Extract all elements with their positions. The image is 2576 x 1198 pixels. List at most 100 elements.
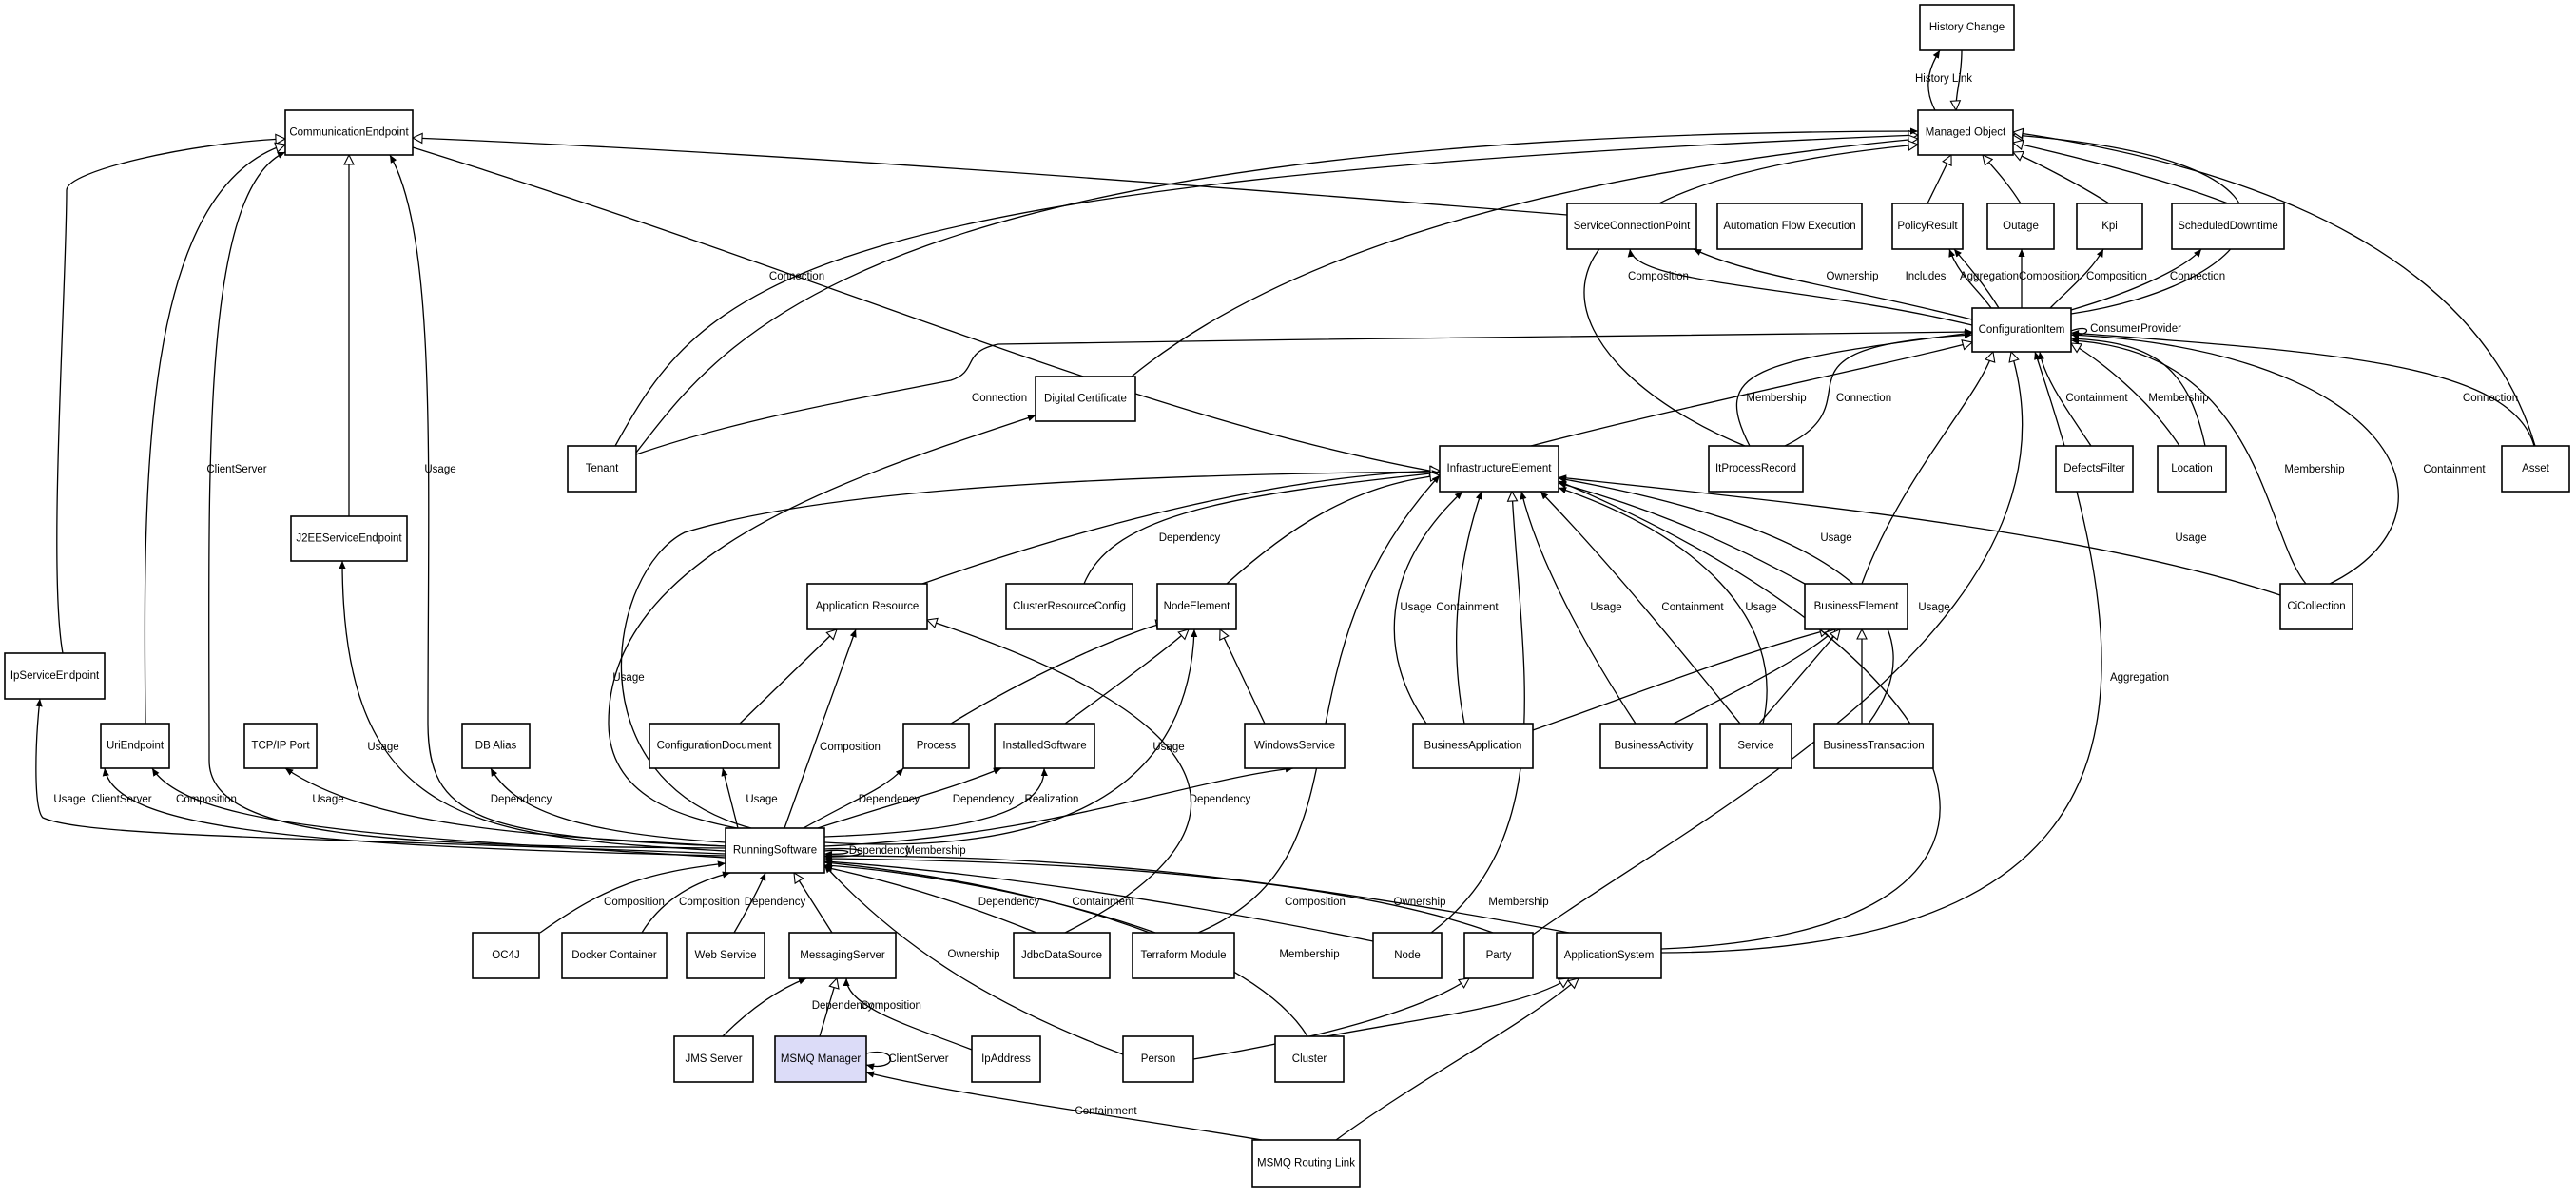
inheritance-line	[1131, 139, 1918, 377]
edge-msmq-manager-to-msmq-manager: ClientServer	[865, 1051, 949, 1071]
class-node-communication-endpoint[interactable]: CommunicationEndpoint	[284, 109, 414, 156]
class-node-configuration-document[interactable]: ConfigurationDocument	[649, 723, 780, 769]
class-node-installed-software[interactable]: InstalledSoftware	[994, 723, 1095, 769]
class-node-business-activity[interactable]: BusinessActivity	[1599, 723, 1708, 769]
class-node-box	[788, 932, 897, 979]
class-node-configuration-item[interactable]: ConfigurationItem	[1971, 307, 2072, 353]
edge-business-application-to-business-element	[1532, 629, 1830, 731]
class-node-application-system[interactable]: ApplicationSystem	[1556, 932, 1662, 979]
class-node-jms-server[interactable]: JMS Server	[673, 1035, 754, 1083]
association-line	[784, 628, 857, 829]
class-node-policy-result[interactable]: PolicyResult	[1891, 203, 1964, 250]
inheritance-line	[921, 471, 1440, 585]
class-node-process[interactable]: Process	[902, 723, 970, 769]
inheritance-line	[56, 139, 285, 654]
class-node-box	[1599, 723, 1708, 769]
class-node-location[interactable]: Location	[2157, 445, 2227, 493]
class-node-application-resource[interactable]: Application Resource	[806, 583, 928, 630]
class-node-ci-collection[interactable]: CiCollection	[2279, 583, 2353, 630]
class-node-box	[4, 652, 106, 700]
class-node-node[interactable]: Node	[1372, 932, 1443, 979]
class-node-msmq-manager[interactable]: MSMQ Manager	[774, 1035, 867, 1083]
class-node-infrastructure-element[interactable]: InfrastructureElement	[1439, 445, 1559, 493]
class-node-oc4j[interactable]: OC4J	[472, 932, 540, 979]
inheritance-line	[739, 629, 837, 725]
association-line	[865, 1071, 1263, 1141]
edge-location-to-configuration-item	[2071, 343, 2180, 447]
edge-label: ClientServer	[91, 794, 151, 805]
class-node-label: ItProcessRecord	[1715, 463, 1796, 474]
class-node-ip-service-endpoint[interactable]: IpServiceEndpoint	[4, 652, 106, 700]
class-node-digital-certificate[interactable]: Digital Certificate	[1035, 376, 1136, 422]
class-node-history-change[interactable]: History Change	[1919, 4, 2015, 51]
class-node-node-element[interactable]: NodeElement	[1156, 583, 1237, 630]
class-node-cluster[interactable]: Cluster	[1274, 1035, 1345, 1083]
class-node-party[interactable]: Party	[1463, 932, 1534, 979]
class-node-web-service[interactable]: Web Service	[686, 932, 765, 979]
class-node-label: OC4J	[492, 950, 519, 961]
class-node-messaging-server[interactable]: MessagingServer	[788, 932, 897, 979]
edge-label: ConsumerProvider	[2090, 323, 2181, 335]
edge-running-software-to-db-alias: Dependency	[490, 767, 726, 843]
class-node-uri-endpoint[interactable]: UriEndpoint	[100, 723, 170, 769]
edge-configuration-document-to-application-resource	[739, 629, 837, 725]
association-line	[1558, 487, 1768, 725]
class-node-jdbc-data-source[interactable]: JdbcDataSource	[1013, 932, 1111, 979]
class-node-docker-container[interactable]: Docker Container	[561, 932, 668, 979]
edge-label: Ownership	[948, 949, 1000, 960]
edge-service-to-business-element	[1758, 629, 1840, 725]
edge-label: Connection	[972, 393, 1027, 404]
edge-node-element-to-infrastructure-element	[1226, 475, 1440, 585]
edge-service-connection-point-to-communication-endpoint	[413, 138, 1568, 216]
association-line	[823, 628, 1198, 845]
class-node-terraform-module[interactable]: Terraform Module	[1132, 932, 1235, 979]
class-node-automation-flow-execution[interactable]: Automation Flow Execution	[1716, 203, 1863, 250]
class-node-box	[1122, 1035, 1194, 1083]
class-node-cluster-resource-config[interactable]: ClusterResourceConfig	[1005, 583, 1133, 630]
edge-label: Composition	[679, 897, 740, 908]
class-node-it-process-record[interactable]: ItProcessRecord	[1708, 445, 1804, 493]
inheritance-line	[1861, 352, 1993, 585]
inheritance-line	[1927, 155, 1951, 204]
association-line	[2070, 335, 2206, 447]
class-node-defects-filter[interactable]: DefectsFilter	[2055, 445, 2134, 493]
class-node-windows-service[interactable]: WindowsService	[1244, 723, 1346, 769]
class-node-person[interactable]: Person	[1122, 1035, 1194, 1083]
class-node-business-transaction[interactable]: BusinessTransaction	[1813, 723, 1934, 769]
edge-running-software-to-tcp-ip-port: Usage	[284, 767, 726, 847]
association-line	[823, 847, 863, 860]
class-node-kpi[interactable]: Kpi	[2076, 203, 2143, 250]
class-node-managed-object[interactable]: Managed Object	[1917, 109, 2014, 156]
edge-label: Composition	[861, 1000, 921, 1012]
class-node-ip-address[interactable]: IpAddress	[971, 1035, 1041, 1083]
inheritance-line	[1430, 492, 1525, 934]
class-node-box	[1556, 932, 1662, 979]
class-node-service-connection-point[interactable]: ServiceConnectionPoint	[1566, 203, 1697, 250]
class-node-asset[interactable]: Asset	[2501, 445, 2570, 493]
class-node-service[interactable]: Service	[1719, 723, 1792, 769]
class-node-running-software[interactable]: RunningSoftware	[725, 827, 825, 874]
association-line	[1558, 481, 1806, 585]
class-node-business-application[interactable]: BusinessApplication	[1412, 723, 1534, 769]
class-node-j2ee-service-endpoint[interactable]: J2EEServiceEndpoint	[290, 515, 408, 562]
class-node-box	[561, 932, 668, 979]
edge-running-software-to-node-element: Usage	[823, 628, 1198, 845]
class-node-msmq-routing-link[interactable]: MSMQ Routing Link	[1251, 1139, 1361, 1188]
edge-party-to-running-software: Ownership	[823, 855, 1494, 934]
edge-running-software-to-configuration-document: Usage	[721, 767, 778, 829]
class-node-box	[2279, 583, 2353, 630]
class-node-business-element[interactable]: BusinessElement	[1804, 583, 1908, 630]
edge-node-to-running-software: Composition	[823, 858, 1374, 942]
class-node-box	[1919, 4, 2015, 51]
class-node-tenant[interactable]: Tenant	[567, 445, 637, 493]
class-node-outage[interactable]: Outage	[1986, 203, 2055, 250]
association-line	[721, 767, 739, 829]
edge-configuration-item-to-service-connection-point: Composition	[1627, 248, 1973, 326]
class-node-tcp-ip-port[interactable]: TCP/IP Port	[243, 723, 318, 769]
class-node-scheduled-downtime[interactable]: ScheduledDowntime	[2171, 203, 2285, 250]
class-node-db-alias[interactable]: DB Alias	[461, 723, 531, 769]
edge-ci-collection-to-infrastructure-element: Usage	[1558, 474, 2281, 596]
class-node-box	[1372, 932, 1443, 979]
